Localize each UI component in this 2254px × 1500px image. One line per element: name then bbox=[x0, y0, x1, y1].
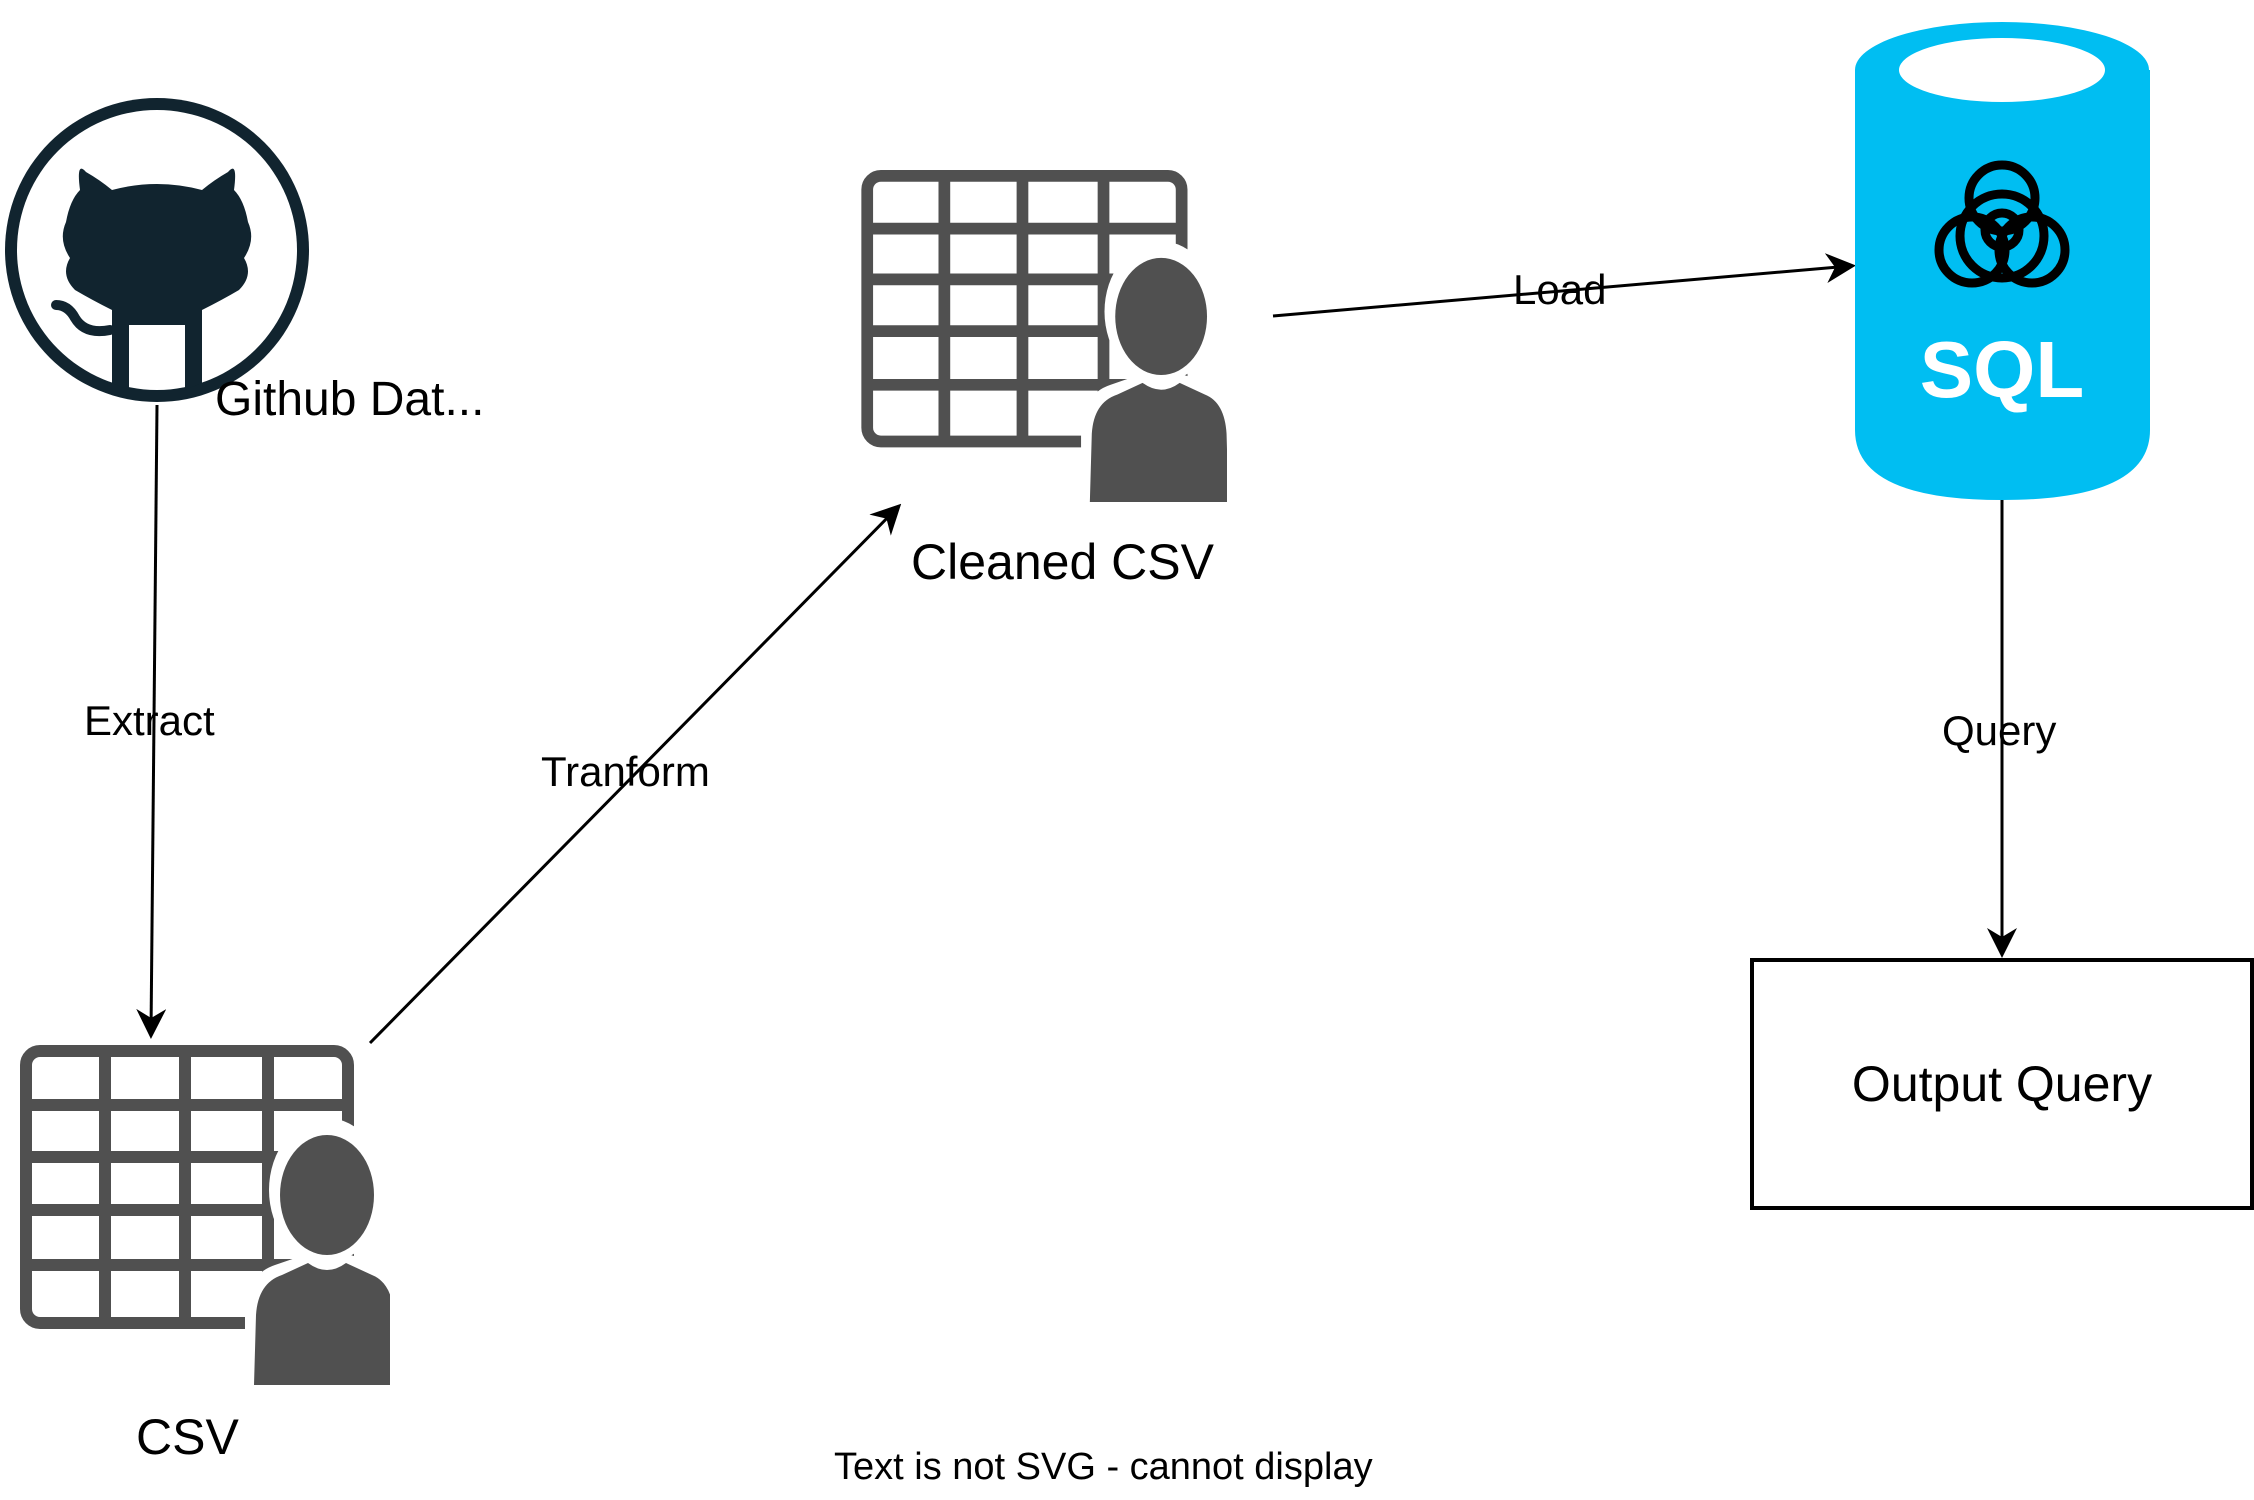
github-node-label: Github Dat... bbox=[215, 373, 485, 426]
edge-extract bbox=[136, 404, 167, 1039]
biohazard-icon bbox=[1934, 160, 2070, 288]
csv-table-user-icon bbox=[26, 1051, 396, 1385]
github-icon bbox=[5, 98, 309, 402]
cleaned-csv-label: Cleaned CSV bbox=[911, 534, 1214, 590]
load-edge-label: Load bbox=[1513, 266, 1607, 313]
transform-edge-label: Tranform bbox=[541, 748, 710, 795]
extract-edge-label: Extract bbox=[84, 697, 215, 744]
edge-load bbox=[1272, 253, 1856, 318]
edge-transform bbox=[368, 503, 902, 1045]
output-query-label: Output Query bbox=[1851, 1056, 2153, 1112]
query-edge-label: Query bbox=[1942, 707, 2057, 754]
svg-warning-footer: Text is not SVG - cannot display bbox=[834, 1446, 1373, 1488]
output-query-box[interactable]: Output Query bbox=[1750, 958, 2254, 1210]
csv-label: CSV bbox=[136, 1409, 239, 1465]
sql-label: SQL bbox=[1920, 325, 2084, 414]
sql-database-icon: SQL bbox=[1855, 22, 2150, 500]
cleaned-csv-table-user-icon bbox=[867, 176, 1228, 502]
